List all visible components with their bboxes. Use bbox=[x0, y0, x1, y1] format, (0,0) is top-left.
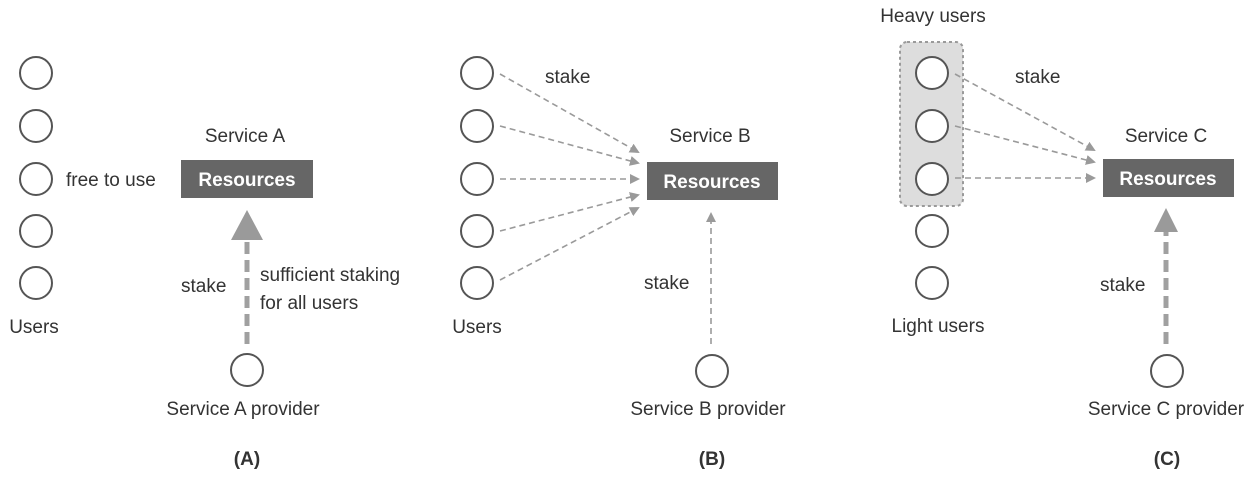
panel-a-users bbox=[19, 56, 53, 300]
resources-label: Resources bbox=[198, 170, 295, 191]
heavy-user-node bbox=[915, 109, 949, 143]
user-node bbox=[19, 214, 53, 248]
free-to-use-label: free to use bbox=[66, 170, 156, 191]
stake-label: stake bbox=[181, 276, 226, 297]
sufficient-staking-line1: sufficient staking bbox=[260, 265, 400, 286]
service-a-title: Service A bbox=[205, 126, 286, 147]
panel-caption: (C) bbox=[1154, 449, 1180, 470]
user-node bbox=[19, 109, 53, 143]
panel-b: Users stake Service B Resources stake Se… bbox=[452, 56, 786, 470]
heavy-user-node bbox=[915, 56, 949, 90]
stake-arrow bbox=[499, 192, 640, 232]
stake-label: stake bbox=[644, 273, 689, 294]
stake-label: stake bbox=[1100, 275, 1145, 296]
panel-caption: (B) bbox=[699, 449, 725, 470]
user-node bbox=[19, 56, 53, 90]
user-node bbox=[460, 56, 494, 90]
user-node bbox=[460, 162, 494, 196]
stake-arrow bbox=[499, 73, 640, 153]
stake-top-label: stake bbox=[545, 67, 590, 88]
resources-box bbox=[181, 160, 313, 198]
service-c-title: Service C bbox=[1125, 126, 1207, 147]
heavy-user-node bbox=[915, 162, 949, 196]
stake-arrow bbox=[499, 125, 640, 166]
sufficient-staking-line2: for all users bbox=[260, 293, 358, 314]
provider-label: Service C provider bbox=[1088, 399, 1245, 420]
stake-arrowhead bbox=[1154, 208, 1178, 232]
user-node bbox=[460, 109, 494, 143]
panel-b-users bbox=[460, 56, 494, 300]
provider-label: Service A provider bbox=[166, 399, 320, 420]
provider-node bbox=[230, 353, 264, 387]
heavy-stake-arrows bbox=[954, 73, 1096, 183]
provider-label: Service B provider bbox=[630, 399, 786, 420]
light-user-node bbox=[915, 214, 949, 248]
panel-c: Heavy users Light users stake Service C … bbox=[880, 6, 1245, 470]
user-node bbox=[460, 266, 494, 300]
stake-arrow bbox=[954, 73, 1096, 151]
resources-box bbox=[1103, 159, 1234, 197]
panel-caption: (A) bbox=[234, 449, 260, 470]
user-stake-arrows bbox=[499, 73, 640, 281]
users-label: Users bbox=[9, 317, 59, 338]
service-b-title: Service B bbox=[669, 126, 750, 147]
provider-node bbox=[1150, 354, 1184, 388]
stake-arrowhead bbox=[231, 210, 263, 240]
panel-c-users bbox=[915, 56, 949, 300]
provider-node bbox=[695, 354, 729, 388]
stake-arrow bbox=[499, 207, 640, 281]
user-node bbox=[460, 214, 494, 248]
resources-label: Resources bbox=[1119, 169, 1216, 190]
user-node bbox=[19, 162, 53, 196]
light-user-node bbox=[915, 266, 949, 300]
user-node bbox=[19, 266, 53, 300]
resources-label: Resources bbox=[663, 172, 760, 193]
light-users-label: Light users bbox=[892, 316, 985, 337]
stake-top-label: stake bbox=[1015, 67, 1060, 88]
heavy-users-label: Heavy users bbox=[880, 6, 986, 27]
users-label: Users bbox=[452, 317, 502, 338]
stake-arrow bbox=[954, 125, 1096, 165]
panel-a: Users free to use Service A Resources st… bbox=[9, 56, 400, 470]
resources-box bbox=[647, 162, 778, 200]
